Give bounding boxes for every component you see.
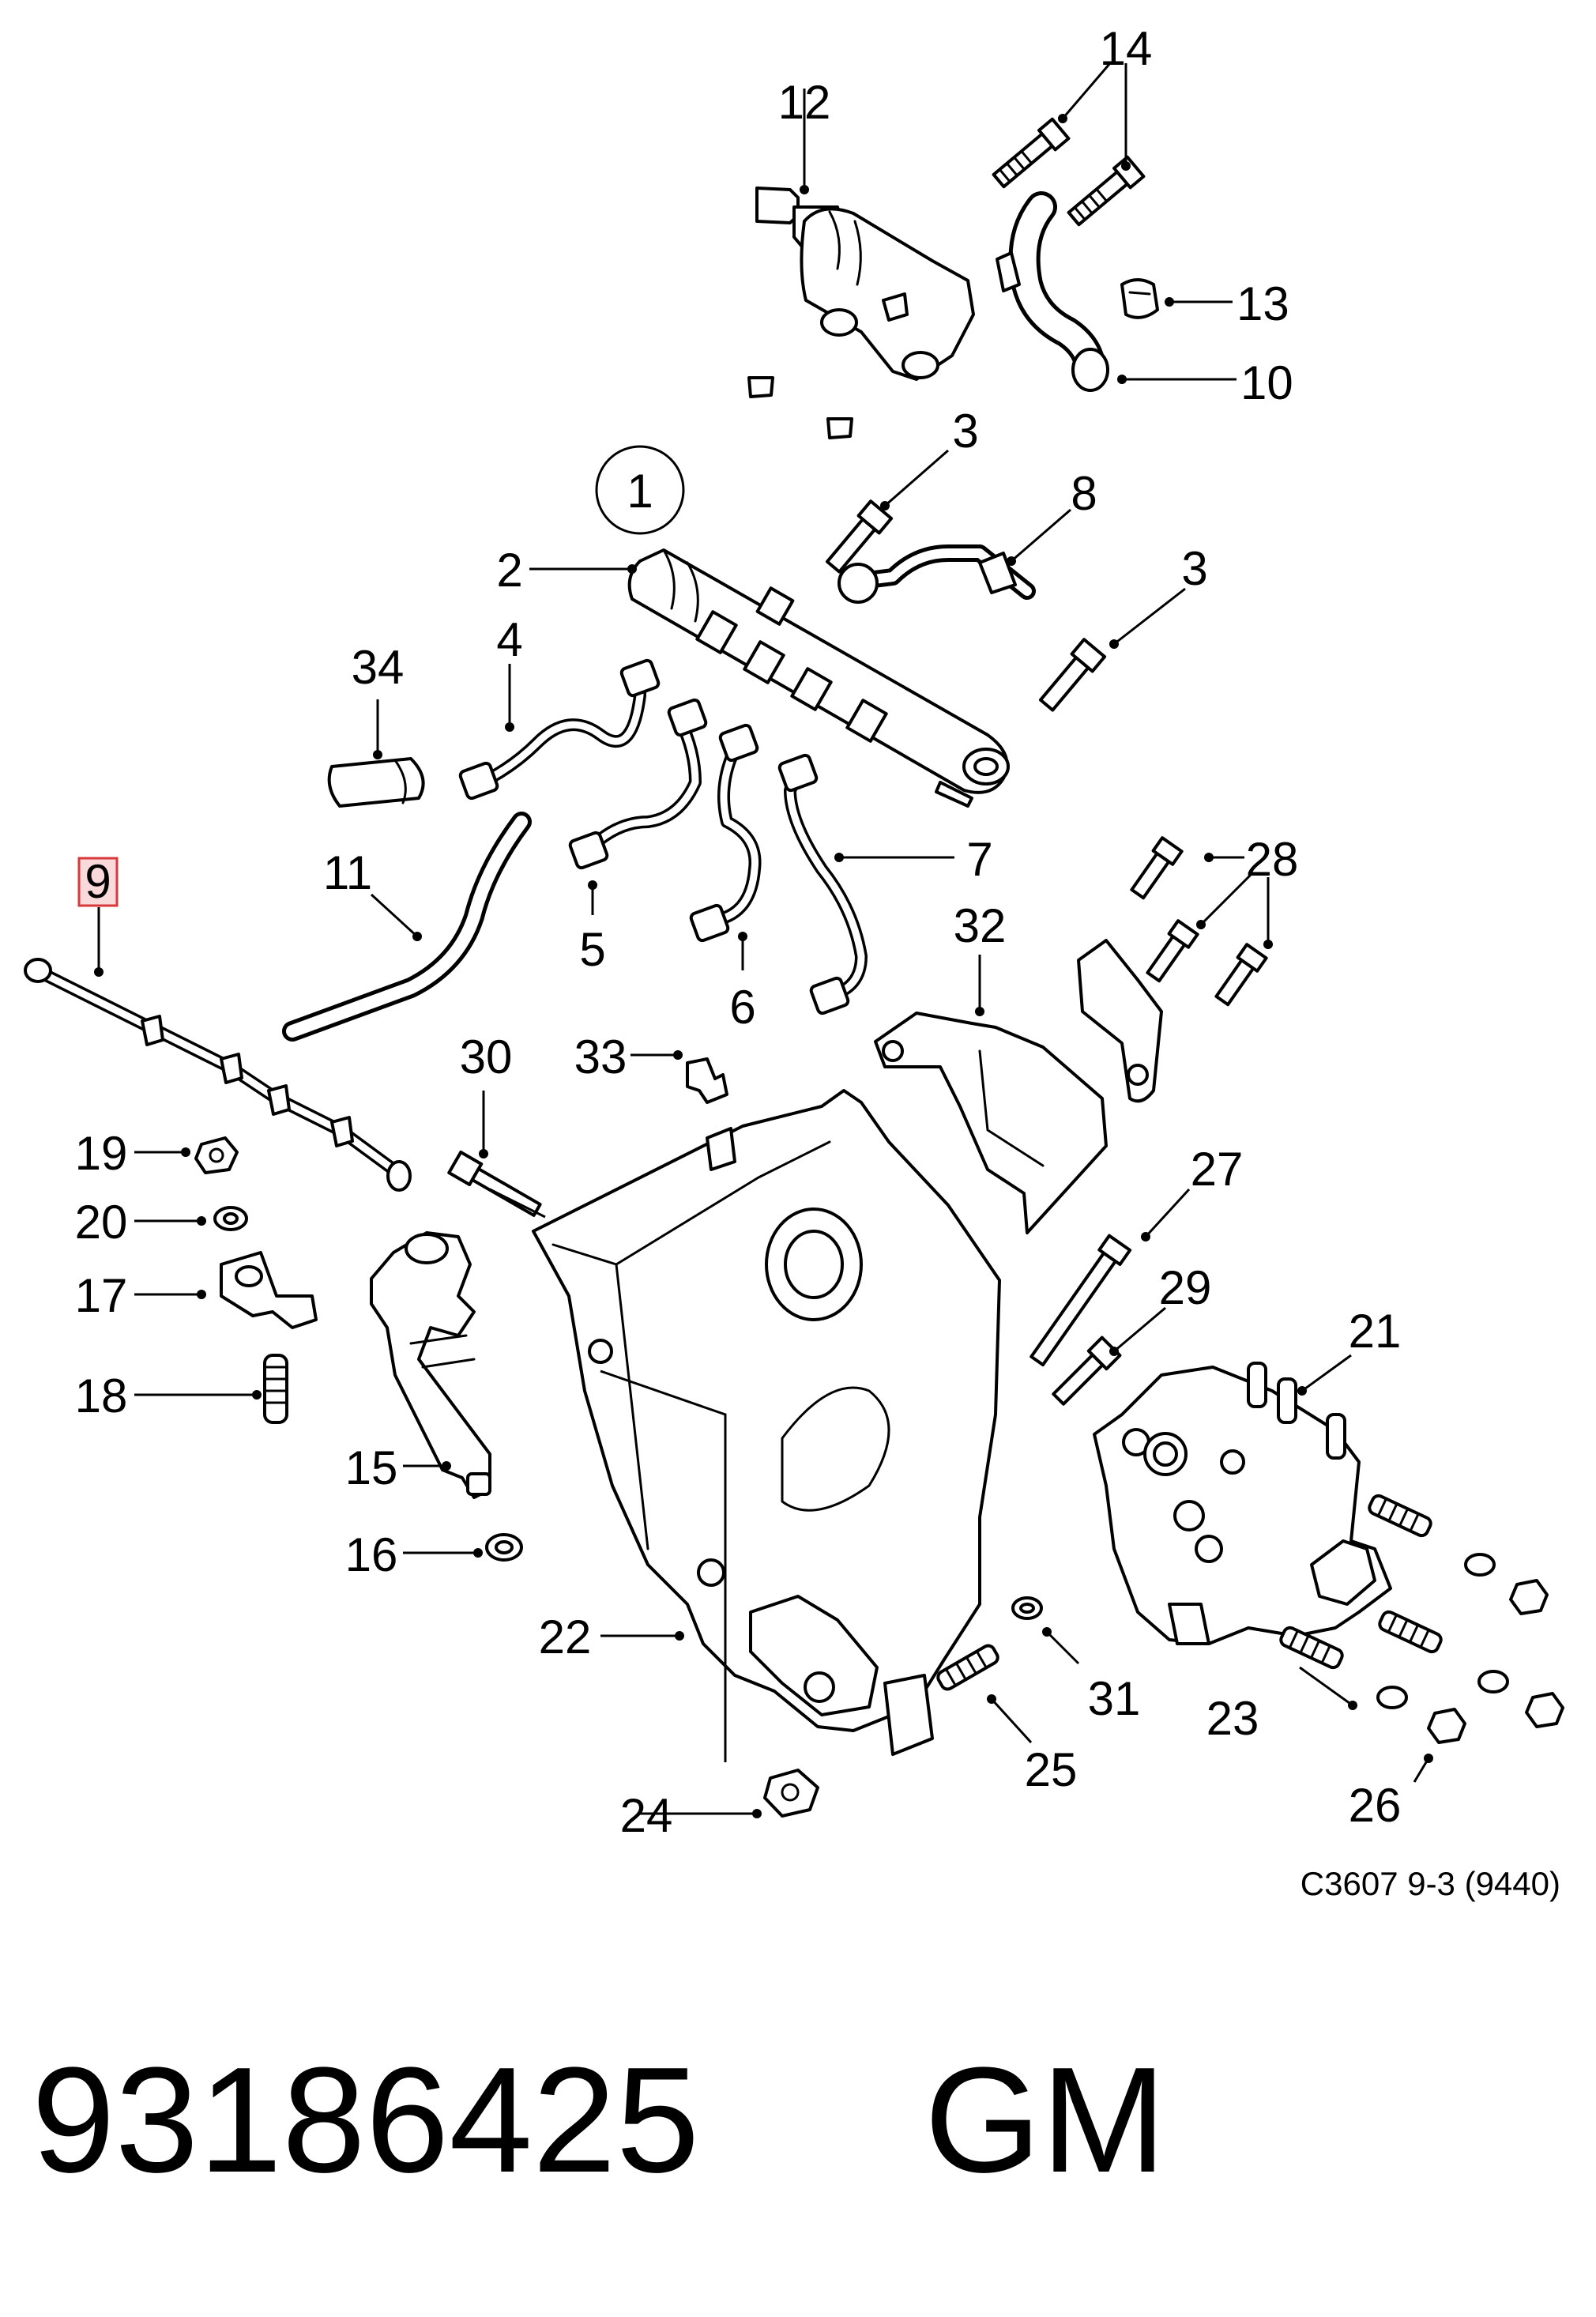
part-30-bolt[interactable] — [447, 1151, 543, 1220]
callout-25[interactable]: 25 — [1025, 1743, 1078, 1796]
part-11-hose[interactable] — [282, 812, 532, 1042]
part-29-bolt[interactable] — [1049, 1336, 1122, 1408]
part-14-bolts[interactable] — [991, 117, 1146, 228]
part-9-leak-off-line[interactable] — [24, 958, 412, 1192]
callout-30[interactable]: 30 — [460, 1030, 513, 1083]
callout-31[interactable]: 31 — [1088, 1672, 1141, 1725]
part-24-plug[interactable] — [763, 1769, 819, 1818]
group-label-text: 1 — [627, 465, 653, 518]
callout-29[interactable]: 29 — [1159, 1261, 1212, 1314]
callout-13[interactable]: 13 — [1237, 277, 1289, 330]
part-8-bracket-pipe[interactable] — [838, 544, 1036, 604]
callout-5[interactable]: 5 — [579, 923, 605, 976]
callout-4[interactable]: 4 — [496, 613, 522, 666]
part-32-bracket[interactable] — [874, 1012, 1108, 1234]
leader-lines — [94, 62, 1433, 1818]
part-15-injector[interactable] — [370, 1231, 491, 1499]
part-34-sleeve[interactable] — [327, 757, 425, 808]
callout-20[interactable]: 20 — [75, 1196, 128, 1249]
callout-10[interactable]: 10 — [1240, 356, 1293, 409]
part-23-studs[interactable] — [1279, 1494, 1444, 1670]
part-27-long-bolt[interactable] — [1027, 1234, 1132, 1368]
callout-3-upper[interactable]: 3 — [952, 405, 978, 458]
part-21-fuel-pump[interactable] — [1093, 1362, 1392, 1645]
callout-32[interactable]: 32 — [954, 899, 1007, 952]
callout-21[interactable]: 21 — [1349, 1305, 1402, 1358]
part-5-injector-pipe[interactable] — [568, 698, 708, 870]
callout-3-lower[interactable]: 3 — [1181, 542, 1207, 595]
part-13-clip[interactable] — [1120, 278, 1159, 319]
callout-22[interactable]: 22 — [539, 1611, 592, 1663]
callout-6[interactable]: 6 — [729, 981, 755, 1034]
part-washers[interactable] — [1011, 1553, 1509, 1709]
callout-24[interactable]: 24 — [620, 1789, 673, 1842]
callout-14[interactable]: 14 — [1100, 22, 1153, 75]
callout-27[interactable]: 27 — [1191, 1143, 1244, 1196]
part-4-injector-pipe[interactable] — [458, 658, 661, 801]
part-33-sensor[interactable] — [686, 1057, 728, 1104]
part-26-nuts[interactable] — [1427, 1579, 1564, 1744]
callout-8[interactable]: 8 — [1071, 467, 1097, 520]
part-18-stud[interactable] — [263, 1354, 288, 1424]
part-19-nut[interactable] — [194, 1136, 239, 1174]
part-2-fuel-rail[interactable] — [627, 548, 1010, 808]
callout-28[interactable]: 28 — [1246, 833, 1299, 886]
callout-2[interactable]: 2 — [496, 544, 522, 597]
callout-7[interactable]: 7 — [966, 833, 992, 886]
callout-11[interactable]: 11 — [323, 846, 372, 899]
part-10-return-hose[interactable] — [996, 191, 1109, 392]
part-3-bolt-upper[interactable] — [823, 499, 894, 575]
callout-12[interactable]: 12 — [778, 76, 831, 129]
callout-18[interactable]: 18 — [75, 1369, 128, 1422]
part-3-bolt-lower[interactable] — [1037, 638, 1107, 714]
part-6-injector-pipe[interactable] — [689, 723, 762, 943]
part-25-stud[interactable] — [935, 1644, 999, 1692]
callout-17[interactable]: 17 — [75, 1269, 128, 1322]
callout-9-highlight — [77, 857, 119, 907]
callout-26[interactable]: 26 — [1349, 1779, 1402, 1832]
part-12-regulator[interactable] — [755, 186, 975, 381]
callout-9[interactable]: 9 — [85, 855, 111, 908]
part-7-injector-pipe[interactable] — [777, 753, 868, 1015]
part-20-washer[interactable] — [213, 1206, 248, 1231]
callout-33[interactable]: 33 — [574, 1030, 627, 1083]
callout-labels: 12 14 13 10 3 8 3 2 4 34 11 9 5 6 7 28 3… — [75, 22, 1402, 1842]
brand-label: GM — [924, 2036, 1166, 2204]
callout-23[interactable]: 23 — [1206, 1692, 1259, 1745]
callout-19[interactable]: 19 — [75, 1127, 128, 1180]
callout-16[interactable]: 16 — [345, 1528, 398, 1581]
part-caps — [747, 376, 853, 439]
part-28-mount-bracket[interactable] — [1077, 939, 1163, 1103]
callout-15[interactable]: 15 — [345, 1441, 398, 1494]
part-number: 93186425 — [32, 2036, 699, 2204]
part-17-clamp[interactable] — [220, 1251, 318, 1329]
group-label: 1 — [595, 445, 685, 535]
callout-34[interactable]: 34 — [352, 641, 405, 694]
diagram-reference: C3607 9-3 (9440) — [1301, 1865, 1560, 1902]
part-28-bolts[interactable] — [1127, 836, 1268, 1007]
part-22-timing-cover[interactable] — [532, 1089, 1001, 1756]
part-16-seal[interactable] — [485, 1533, 523, 1562]
